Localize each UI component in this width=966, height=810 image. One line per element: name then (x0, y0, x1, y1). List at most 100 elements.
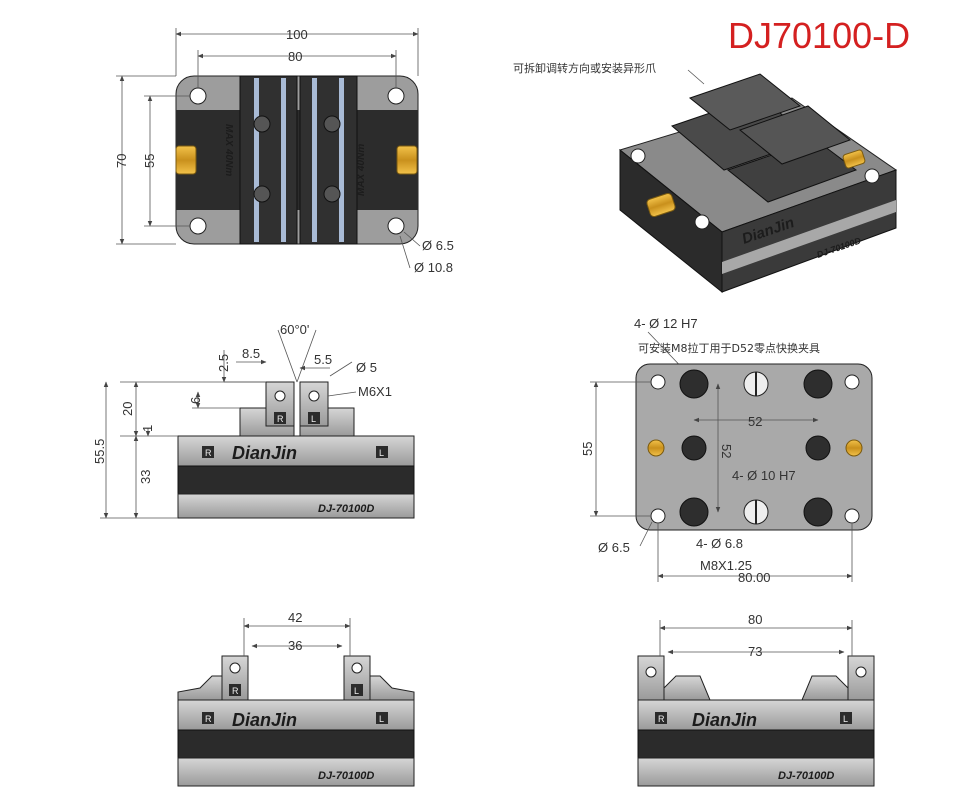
dim-55-5: 55.5 (92, 439, 107, 464)
fa-base-dark (177, 729, 415, 759)
fb-base-bottom (637, 757, 875, 787)
fa-jaw-hole (351, 662, 363, 674)
dim-52-v: 52 (719, 444, 734, 458)
dim-dia-10-8-top: Ø 10.8 (414, 260, 453, 275)
lead-screw-right (396, 145, 418, 175)
bottom-view: 4- Ø 12 H7 可安装M8拉丁用于D52零点快换夹具 52 52 4- Ø… (580, 316, 873, 585)
top-view-jaw-left (239, 75, 298, 245)
side-brand: DianJin (232, 443, 297, 463)
side-model: DJ-70100D (318, 503, 374, 515)
front-view-b: R L DianJin DJ-70100D 80 73 (637, 612, 875, 787)
bottom-hole-10 (681, 435, 707, 461)
iso-base-band (722, 200, 896, 274)
iso-jaw-left-top (688, 73, 802, 131)
dim-36: 36 (288, 638, 302, 653)
front-view-a: R L R L DianJin DJ-70100D 42 36 (177, 610, 415, 787)
side-view: R L R L DianJin DJ-70100D 60°0' 8.5 5.5 … (92, 322, 415, 519)
fa-jaw-hole (229, 662, 241, 674)
holes-10-h7: 4- Ø 10 H7 (732, 468, 796, 483)
m6-thread: M6X1 (358, 384, 392, 399)
fb-marker-l: L (843, 714, 848, 724)
marker-l-label: L (311, 414, 316, 424)
dim-6: 6 (188, 397, 203, 404)
dim-5-5: 5.5 (314, 352, 332, 367)
bottom-corner-hole (650, 374, 666, 390)
top-view-strip (339, 78, 344, 242)
holes-6-8: 4- Ø 6.8 (696, 536, 743, 551)
marker-r-label: R (277, 414, 284, 424)
bottom-corner-hole (650, 508, 666, 524)
dim-52-h: 52 (748, 414, 762, 429)
fb-jaw-hole (645, 666, 657, 678)
jaw-note: 可拆卸调转方向或安装异形爪 (513, 61, 656, 75)
mount-hole (387, 87, 405, 105)
side-base-top (177, 435, 415, 467)
fa-base-top (177, 699, 415, 731)
dim-55: 55 (142, 154, 157, 168)
fa-base-bottom (177, 757, 415, 787)
jaw-screw (253, 185, 271, 203)
mount-hole (189, 217, 207, 235)
fa-marker-l: L (354, 686, 359, 696)
top-view-strip (281, 78, 286, 242)
fb-jaw-left (637, 655, 665, 701)
dim-80: 80 (288, 49, 302, 64)
dim-8-5: 8.5 (242, 346, 260, 361)
dim-70: 70 (114, 154, 129, 168)
m8-thread: M8X1.25 (700, 558, 752, 573)
dim-33: 33 (138, 470, 153, 484)
lead-screw-left (175, 145, 197, 175)
iso-gold-screw (842, 149, 866, 169)
fb-marker-r: R (658, 714, 665, 724)
dim-60deg: 60°0' (280, 322, 309, 337)
dim-42: 42 (288, 610, 302, 625)
dim-80-bottom: 80.00 (738, 570, 771, 585)
marker-r (274, 412, 286, 424)
fa-side-marker-l: L (379, 714, 384, 724)
bottom-hole-12 (679, 497, 709, 527)
dim-80-front: 80 (748, 612, 762, 627)
bottom-gold-insert (647, 439, 665, 457)
fa-model: DJ-70100D (318, 770, 374, 782)
marker-l (308, 412, 320, 424)
side-marker-r (202, 446, 214, 458)
jaw-screw (323, 115, 341, 133)
bottom-hole-12 (803, 497, 833, 527)
isometric-view: 可拆卸调转方向或安装异形爪 DianJin DJ-70100D (513, 61, 898, 294)
bottom-hole-12 (679, 369, 709, 399)
dim-100: 100 (286, 27, 308, 42)
side-marker-l-label: L (379, 448, 384, 458)
dim-dia-5: Ø 5 (356, 360, 377, 375)
holes-12-h7: 4- Ø 12 H7 (634, 316, 698, 331)
fa-side-marker-r: R (205, 714, 212, 724)
iso-mount-hole (694, 214, 710, 230)
fb-brand: DianJin (692, 710, 757, 730)
dim-1: 1 (140, 425, 155, 432)
dim-dia-6-5-top: Ø 6.5 (422, 238, 454, 253)
fb-jaw-right (847, 655, 875, 701)
fb-base-dark (637, 729, 875, 759)
fa-brand: DianJin (232, 710, 297, 730)
side-marker-l (376, 446, 388, 458)
top-view: MAX 40Nm MAX 40Nm 100 80 70 55 Ø 6.5 Ø 1… (114, 27, 454, 275)
iso-mount-hole (864, 168, 880, 184)
fa-marker-r: R (232, 686, 239, 696)
side-base-dark (177, 465, 415, 495)
dim-2-5: 2.5 (216, 354, 231, 372)
side-jaw-hole (274, 390, 286, 402)
bottom-hole-12 (803, 369, 833, 399)
fb-model: DJ-70100D (778, 770, 834, 782)
jaw-screw (253, 115, 271, 133)
side-jaw-hole (308, 390, 320, 402)
dim-20: 20 (120, 402, 135, 416)
iso-jaw-right-top (738, 105, 852, 165)
dim-dia-6-5-bottom: Ø 6.5 (598, 540, 630, 555)
top-view-strip (254, 78, 259, 242)
bottom-plate (635, 363, 873, 531)
mount-hole (387, 217, 405, 235)
max-torque-label-right: MAX 40Nm (356, 144, 367, 196)
top-view-jaw-right (299, 75, 358, 245)
top-view-strip (312, 78, 317, 242)
jaw-screw (323, 185, 341, 203)
bottom-corner-hole (844, 508, 860, 524)
